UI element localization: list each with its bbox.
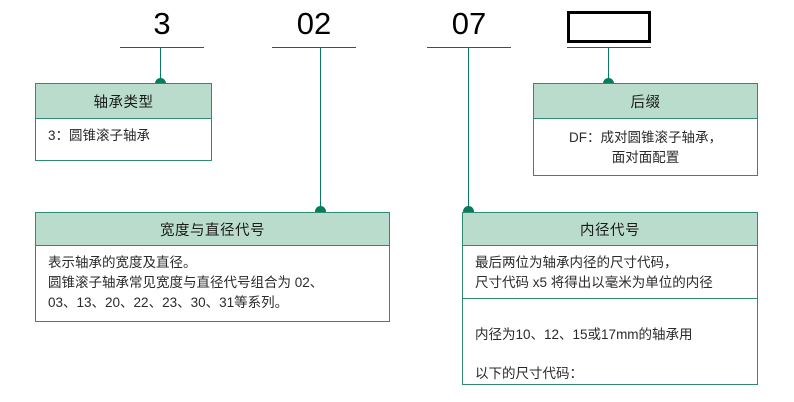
connector-line-suffix	[608, 47, 609, 87]
card-bearing-type-header: 轴承类型	[36, 84, 211, 119]
card-suffix-header: 后缀	[534, 84, 757, 119]
connector-line-width-diameter	[320, 47, 321, 215]
card-width-diameter: 宽度与直径代号 表示轴承的宽度及直径。 圆锥滚子轴承常见宽度与直径代号组合为 0…	[35, 212, 390, 322]
code-segment-bearing-type: 3	[153, 6, 171, 41]
card-bearing-type: 轴承类型 3：圆锥滚子轴承	[35, 83, 212, 161]
card-bore-code: 内径代号 最后两位为轴承内径的尺寸代码， 尺寸代码 x5 将得出以毫米为单位的内…	[462, 212, 758, 385]
code-segment-width-diameter: 02	[296, 6, 332, 41]
code-segment-suffix-blank-box	[567, 11, 651, 43]
card-bore-code-header: 内径代号	[463, 213, 757, 246]
card-suffix-body: DF：成对圆锥滚子轴承， 面对面配置	[569, 130, 722, 165]
code-rule-bore-code	[427, 47, 511, 48]
code-rule-width-diameter	[272, 47, 356, 48]
code-segment-bore-code: 07	[451, 6, 487, 41]
connector-dot-bore-code	[463, 206, 474, 217]
card-bore-code-subsection: 内径为10、12、15或17mm的轴承用 以下的尺寸代码： 00=10mm 01…	[463, 298, 757, 402]
bore-code-sub-line-1: 内径为10、12、15或17mm的轴承用	[475, 326, 693, 342]
card-width-diameter-header: 宽度与直径代号	[36, 213, 389, 246]
code-rule-bearing-type	[120, 47, 204, 48]
card-bore-code-body: 最后两位为轴承内径的尺寸代码， 尺寸代码 x5 将得出以毫米为单位的内径	[475, 255, 713, 290]
card-bearing-type-body: 3：圆锥滚子轴承	[48, 128, 151, 143]
connector-line-bearing-type	[160, 47, 161, 87]
card-suffix: 后缀 DF：成对圆锥滚子轴承， 面对面配置	[533, 83, 758, 176]
connector-line-bore-code	[468, 47, 469, 215]
card-width-diameter-body: 表示轴承的宽度及直径。 圆锥滚子轴承常见宽度与直径代号组合为 02、 03、13…	[48, 255, 324, 310]
code-rule-suffix	[567, 47, 651, 48]
connector-dot-width-diameter	[315, 206, 326, 217]
bore-code-sub-line-2: 以下的尺寸代码：	[475, 365, 583, 381]
